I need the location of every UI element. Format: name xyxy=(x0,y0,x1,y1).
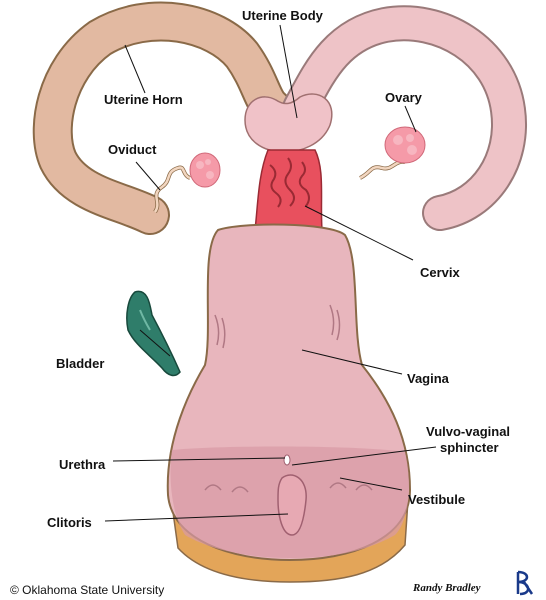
cervix xyxy=(254,149,323,231)
label-uterine-horn: Uterine Horn xyxy=(104,92,183,107)
label-urethra: Urethra xyxy=(59,457,106,472)
left-ovary xyxy=(189,152,221,188)
label-cervix: Cervix xyxy=(420,265,460,280)
label-vestibule: Vestibule xyxy=(408,492,466,507)
uterine-body xyxy=(244,93,333,153)
label-vulvo-vaginal: Vulvo-vaginal xyxy=(426,424,511,439)
label-vagina: Vagina xyxy=(407,371,449,386)
right-oviduct xyxy=(359,159,406,180)
label-clitoris: Clitoris xyxy=(47,515,92,530)
artist-logo xyxy=(514,570,536,596)
leader-lines xyxy=(104,24,437,522)
label-bladder: Bladder xyxy=(56,356,105,371)
urethral-opening xyxy=(283,454,291,466)
clitoris xyxy=(277,474,307,536)
bladder xyxy=(126,290,181,377)
label-uterine-body: Uterine Body xyxy=(242,8,323,23)
label-sphincter: sphincter xyxy=(440,440,499,455)
copyright-notice: © Oklahoma State University xyxy=(10,583,165,597)
label-ovary: Ovary xyxy=(385,90,422,105)
right-ovary xyxy=(384,126,426,164)
label-oviduct: Oviduct xyxy=(108,142,157,157)
artist-signature: Randy Bradley xyxy=(413,582,481,594)
